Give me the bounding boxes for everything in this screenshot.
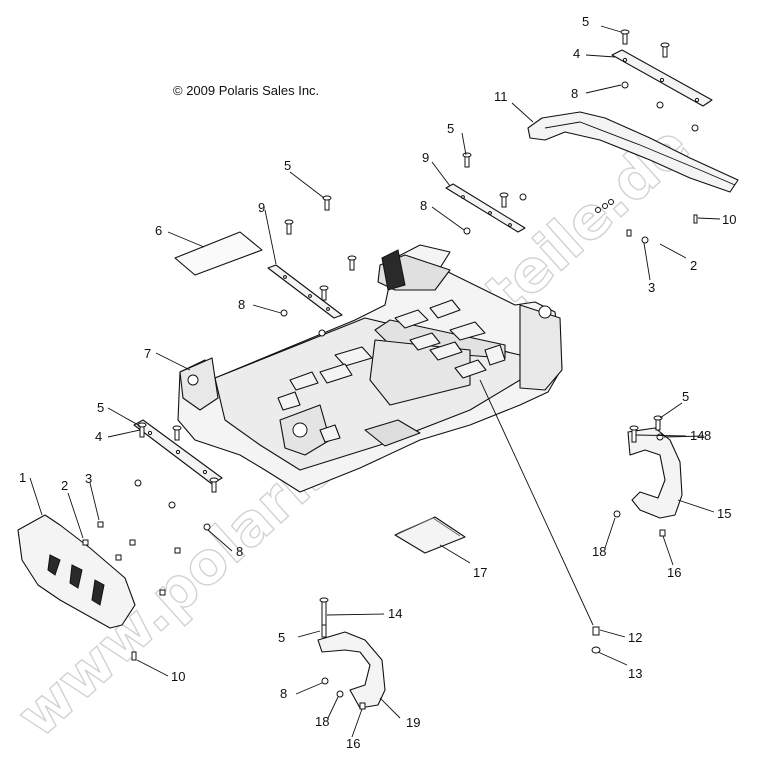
callout-1: 1 bbox=[19, 470, 26, 485]
callout-7: 7 bbox=[144, 346, 151, 361]
callout-18: 18 bbox=[315, 714, 329, 729]
rail-9-right bbox=[445, 183, 526, 233]
callout-10: 10 bbox=[171, 669, 185, 684]
cargo-box bbox=[177, 244, 563, 493]
floor-mat-6 bbox=[174, 231, 263, 276]
handle-bracket-15 bbox=[627, 427, 683, 519]
rail-9-left bbox=[267, 264, 343, 319]
handle-bracket-19 bbox=[317, 631, 386, 709]
callout-8: 8 bbox=[420, 198, 427, 213]
callout-15: 15 bbox=[717, 506, 731, 521]
callout-8: 8 bbox=[280, 686, 287, 701]
callout-9: 9 bbox=[258, 200, 265, 215]
callout-labels: 1 2 2 3 3 4 4 5 5 5 5 5 5 6 7 8 8 8 8 8 … bbox=[19, 14, 736, 751]
callout-5: 5 bbox=[284, 158, 291, 173]
rear-trim-11 bbox=[527, 111, 739, 193]
callout-12: 12 bbox=[628, 630, 642, 645]
callout-18: 18 bbox=[592, 544, 606, 559]
callout-14: 14 bbox=[690, 428, 704, 443]
callout-2: 2 bbox=[61, 478, 68, 493]
callout-16: 16 bbox=[667, 565, 681, 580]
pad-17 bbox=[394, 516, 466, 554]
callout-3: 3 bbox=[648, 280, 655, 295]
floor-ribs bbox=[277, 299, 506, 443]
callout-6: 6 bbox=[155, 223, 162, 238]
callout-13: 13 bbox=[628, 666, 642, 681]
callout-4: 4 bbox=[95, 429, 102, 444]
callout-8: 8 bbox=[704, 428, 711, 443]
copyright-notice: © 2009 Polaris Sales Inc. bbox=[173, 83, 320, 98]
callout-17: 17 bbox=[473, 565, 487, 580]
callout-14: 14 bbox=[388, 606, 402, 621]
callout-5: 5 bbox=[582, 14, 589, 29]
callout-5: 5 bbox=[447, 121, 454, 136]
callout-2: 2 bbox=[690, 258, 697, 273]
callout-9: 9 bbox=[422, 150, 429, 165]
callout-8: 8 bbox=[236, 544, 243, 559]
callout-8: 8 bbox=[571, 86, 578, 101]
callout-5: 5 bbox=[278, 630, 285, 645]
callout-11: 11 bbox=[494, 89, 508, 104]
callout-3: 3 bbox=[85, 471, 92, 486]
callout-19: 19 bbox=[406, 715, 420, 730]
callout-16: 16 bbox=[346, 736, 360, 751]
callout-5: 5 bbox=[682, 389, 689, 404]
callout-8: 8 bbox=[238, 297, 245, 312]
callout-10: 10 bbox=[722, 212, 736, 227]
hardware bbox=[82, 29, 699, 710]
callout-5: 5 bbox=[97, 400, 104, 415]
leader-lines bbox=[29, 25, 721, 738]
callout-4: 4 bbox=[573, 46, 580, 61]
